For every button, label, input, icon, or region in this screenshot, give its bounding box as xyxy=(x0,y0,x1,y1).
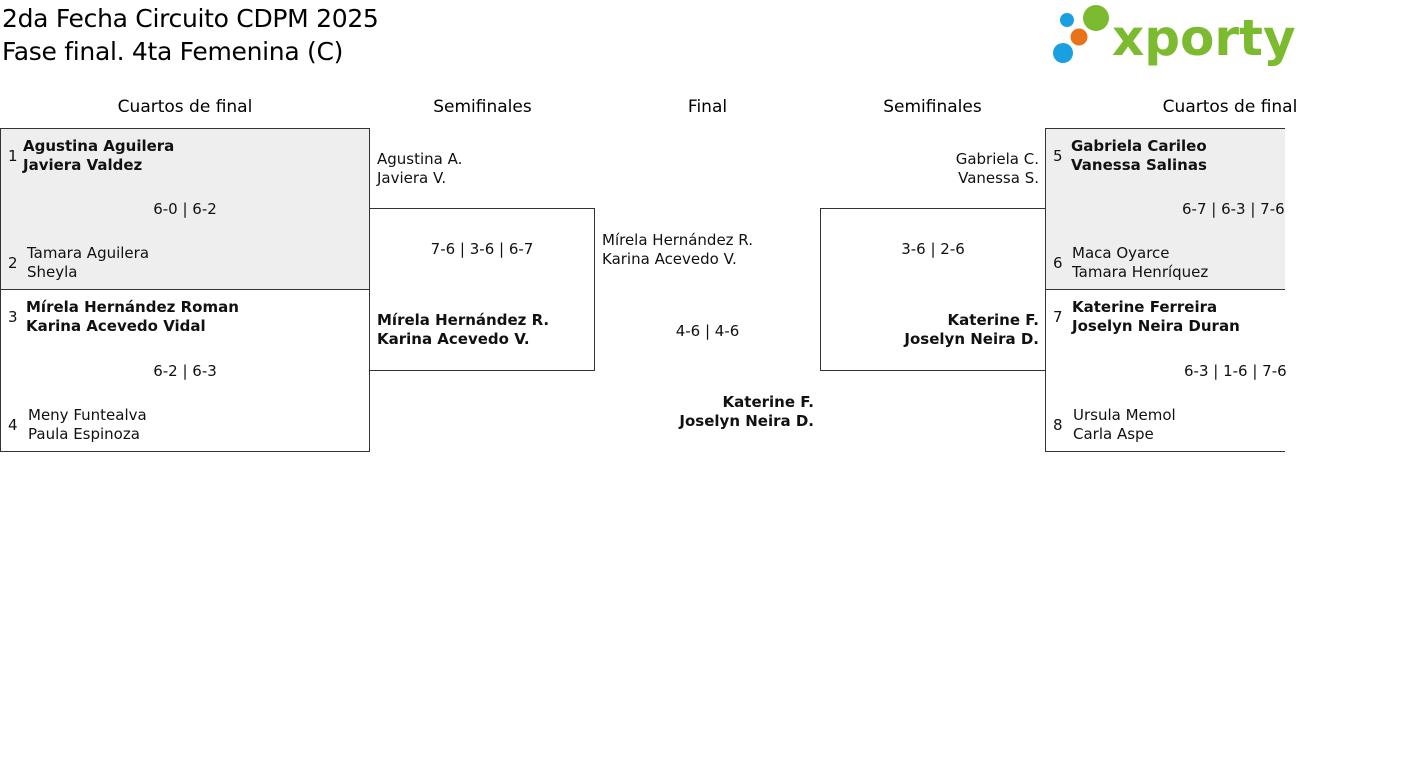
player-name: Meny Funtealva xyxy=(28,406,147,424)
seed-number: 4 xyxy=(8,416,18,434)
player-name: Paula Espinoza xyxy=(28,425,140,443)
player-name: Mírela Hernández R. xyxy=(377,311,550,329)
player-name: Vanessa Salinas xyxy=(1071,156,1207,174)
player-name: Agustina Aguilera xyxy=(23,137,175,155)
player-name: Tamara Henríquez xyxy=(1072,263,1209,281)
match-score: 6-2 | 6-3 xyxy=(153,362,217,380)
sf-right-team-top[interactable]: Gabriela C. Vanessa S. xyxy=(956,150,1039,188)
player-name: Tamara Aguilera xyxy=(27,244,150,262)
player-name: Katerine F. xyxy=(722,393,814,411)
qf-match-4[interactable]: 7 Katerine Ferreira Joselyn Neira Duran … xyxy=(1045,289,1287,452)
round-header-right-sf: Semifinales xyxy=(883,97,982,117)
player-name: Joselyn Neira D. xyxy=(679,412,814,430)
player-name: Mírela Hernández Roman xyxy=(26,298,239,316)
seed-number: 8 xyxy=(1053,416,1063,434)
match-score: 7-6 | 3-6 | 6-7 xyxy=(430,240,534,258)
team-loser[interactable]: Ursula Memol Carla Aspe xyxy=(1073,406,1176,444)
sf-left-match[interactable]: 7-6 | 3-6 | 6-7 Mírela Hernández R. Kari… xyxy=(369,208,595,371)
player-name: Ursula Memol xyxy=(1073,406,1176,424)
player-name: Maca Oyarce xyxy=(1072,244,1170,262)
player-name: Karina Acevedo V. xyxy=(377,330,530,348)
xporty-logo: xporty xyxy=(1053,5,1296,67)
team-loser[interactable]: Maca Oyarce Tamara Henríquez xyxy=(1072,244,1208,282)
qf-match-3[interactable]: 5 Gabriela Carileo Vanessa Salinas 6-7 |… xyxy=(1045,128,1285,290)
seed-number: 1 xyxy=(8,147,18,165)
title-line-2: Fase final. 4ta Femenina (C) xyxy=(2,37,344,66)
round-header-left-sf: Semifinales xyxy=(433,97,532,117)
final-team-top[interactable]: Mírela Hernández R. Karina Acevedo V. xyxy=(602,231,753,269)
team-winner[interactable]: Mírela Hernández R. Karina Acevedo V. xyxy=(377,311,549,349)
player-name: Javiera Valdez xyxy=(23,156,143,174)
match-score: 6-0 | 6-2 xyxy=(153,200,217,218)
match-score: 6-3 | 1-6 | 7-6 xyxy=(1184,362,1287,380)
sf-left-team-top[interactable]: Agustina A. Javiera V. xyxy=(377,150,462,188)
player-name: Joselyn Neira Duran xyxy=(1072,317,1240,335)
player-name: Sheyla xyxy=(27,263,78,281)
seed-number: 5 xyxy=(1053,147,1063,165)
title-line-1: 2da Fecha Circuito CDPM 2025 xyxy=(2,4,379,33)
player-name: Gabriela Carileo xyxy=(1071,137,1207,155)
team-winner[interactable]: Katerine Ferreira Joselyn Neira Duran xyxy=(1072,298,1240,336)
match-score: 3-6 | 2-6 xyxy=(901,240,965,258)
team-winner[interactable]: Gabriela Carileo Vanessa Salinas xyxy=(1071,137,1207,175)
qf-match-1[interactable]: 1 Agustina Aguilera Javiera Valdez 6-0 |… xyxy=(0,128,370,290)
seed-number: 3 xyxy=(8,308,18,326)
player-name: Joselyn Neira D. xyxy=(904,330,1039,348)
final-winner-team[interactable]: Katerine F. Joselyn Neira D. xyxy=(679,393,814,431)
logo-text: xporty xyxy=(1112,9,1296,67)
player-name: Vanessa S. xyxy=(958,169,1039,187)
team-loser[interactable]: Meny Funtealva Paula Espinoza xyxy=(28,406,147,444)
sf-right-match[interactable]: 3-6 | 2-6 Katerine F. Joselyn Neira D. xyxy=(820,208,1046,371)
match-score: 6-7 | 6-3 | 7-6 xyxy=(1182,200,1285,218)
final-score: 4-6 | 4-6 xyxy=(675,322,740,340)
round-header-left-qf: Cuartos de final xyxy=(117,97,253,117)
qf-match-2[interactable]: 3 Mírela Hernández Roman Karina Acevedo … xyxy=(0,289,370,452)
seed-number: 6 xyxy=(1053,254,1063,272)
player-name: Karina Acevedo Vidal xyxy=(26,317,206,335)
team-winner[interactable]: Katerine F. Joselyn Neira D. xyxy=(904,311,1039,349)
player-name: Karina Acevedo V. xyxy=(602,250,737,268)
team-winner[interactable]: Mírela Hernández Roman Karina Acevedo Vi… xyxy=(26,298,239,336)
player-name: Mírela Hernández R. xyxy=(602,231,753,249)
player-name: Agustina A. xyxy=(377,150,463,168)
player-name: Katerine F. xyxy=(947,311,1039,329)
seed-number: 2 xyxy=(8,254,18,272)
round-header-right-qf: Cuartos de final xyxy=(1162,97,1298,117)
page-title: 2da Fecha Circuito CDPM 2025 Fase final.… xyxy=(2,2,379,68)
team-loser[interactable]: Tamara Aguilera Sheyla xyxy=(27,244,149,282)
team-winner[interactable]: Agustina Aguilera Javiera Valdez xyxy=(23,137,174,175)
round-header-final: Final xyxy=(687,97,728,117)
player-name: Gabriela C. xyxy=(955,150,1039,168)
player-name: Katerine Ferreira xyxy=(1072,298,1218,316)
player-name: Javiera V. xyxy=(377,169,447,187)
player-name: Carla Aspe xyxy=(1073,425,1154,443)
seed-number: 7 xyxy=(1053,308,1063,326)
